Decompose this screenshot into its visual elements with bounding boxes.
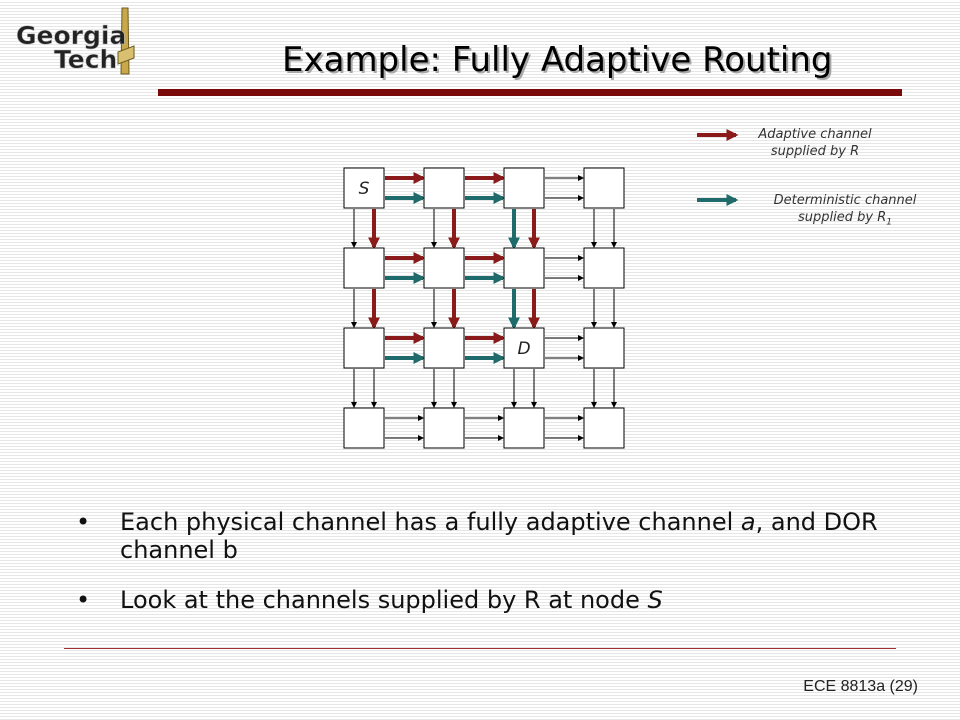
title-divider: [158, 89, 902, 96]
legend-arrows: [697, 129, 739, 206]
router-node: [423, 247, 465, 289]
legend-adaptive-label: Adaptive channel supplied by R: [740, 126, 890, 160]
router-node: [423, 327, 465, 369]
router-node: [583, 407, 625, 449]
logo-line1: Georgia: [16, 21, 126, 50]
channels-layer: [351, 172, 617, 441]
footer-divider: [64, 648, 896, 649]
bullet-item: • Each physical channel has a fully adapt…: [76, 508, 880, 564]
georgia-tech-logo: Georgia Tech: [8, 6, 138, 78]
destination-node-label: D: [517, 339, 530, 359]
slide-number: ECE 8813a (29): [803, 678, 918, 695]
bullet-text: , and DOR channel b: [120, 508, 878, 564]
bullet-text: S: [647, 586, 663, 614]
router-node: [343, 167, 385, 209]
router-node: [423, 407, 465, 449]
bullet-dot-icon: •: [76, 586, 91, 614]
router-node: [503, 327, 545, 369]
legend-adaptive-line2: supplied by R: [770, 144, 860, 159]
legend-det-subscript: 1: [886, 217, 892, 228]
mesh-routing-diagram: SD: [343, 129, 739, 449]
logo-line2: Tech: [54, 45, 117, 74]
bullet-text: Each physical channel has a fully adapti…: [120, 508, 741, 536]
source-node-label: S: [359, 179, 370, 199]
router-node: [343, 407, 385, 449]
router-node: [583, 167, 625, 209]
legend-adaptive-line1: Adaptive channel: [758, 127, 872, 142]
router-node: [423, 167, 465, 209]
legend-det-line2: supplied by R: [798, 210, 887, 225]
router-node: [583, 327, 625, 369]
router-node: [583, 247, 625, 289]
bullet-text: Look at the channels supplied by R at no…: [120, 586, 648, 614]
georgia-tech-logo-graphic: Georgia Tech: [16, 7, 135, 75]
legend-det-line1: Deterministic channel: [773, 193, 917, 208]
bullet-item: • Look at the channels supplied by R at n…: [76, 586, 880, 614]
legend-deterministic-label: Deterministic channel supplied by R1: [750, 192, 940, 232]
router-node: [343, 327, 385, 369]
bullet-text: a: [740, 508, 756, 536]
router-node: [503, 247, 545, 289]
slide-title: Example: Fully Adaptive Routing: [282, 40, 833, 80]
router-node: [503, 407, 545, 449]
nodes-layer: SD: [343, 167, 625, 449]
router-node: [343, 247, 385, 289]
bullet-list: • Each physical channel has a fully adapt…: [76, 508, 880, 636]
bullet-dot-icon: •: [76, 508, 91, 536]
router-node: [503, 167, 545, 209]
